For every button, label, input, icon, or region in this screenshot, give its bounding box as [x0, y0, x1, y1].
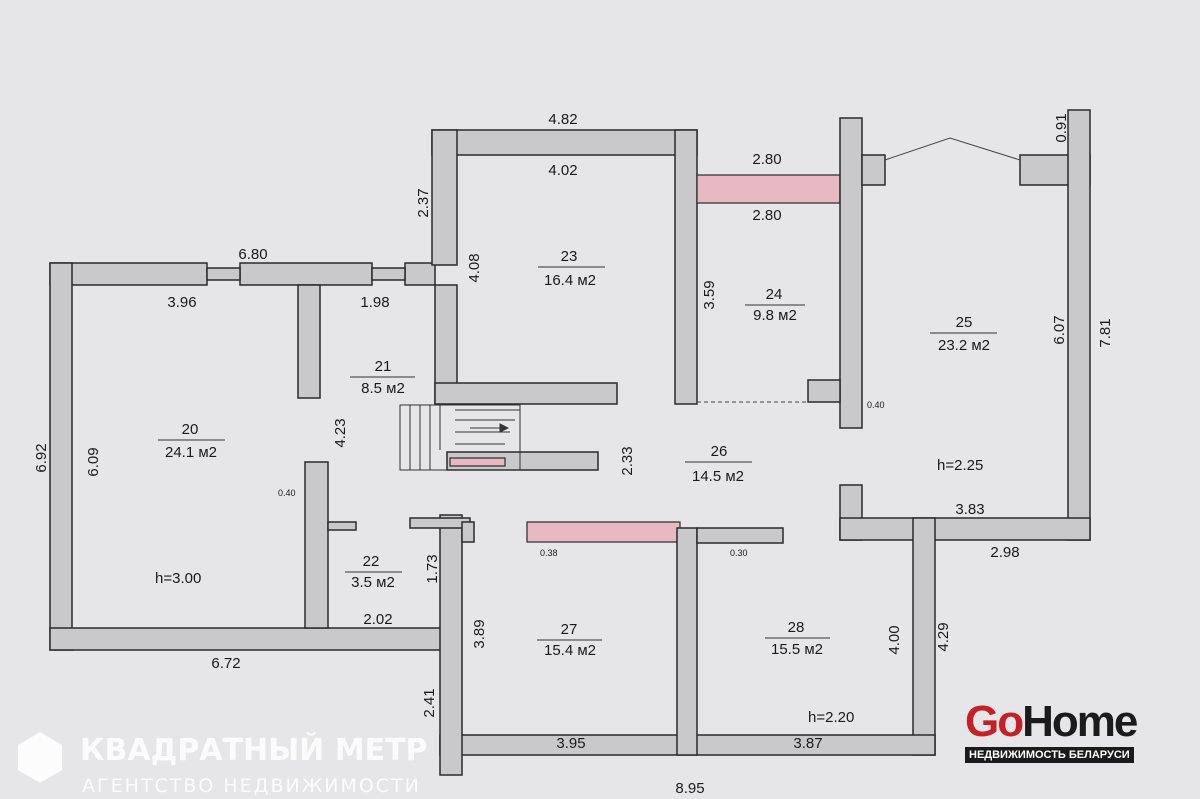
window	[206, 267, 241, 281]
wall-thickness-labels: 0.40 0.40 0.38 0.30	[278, 400, 885, 558]
thickness-label: 0.40	[278, 488, 296, 498]
room-area: 15.5 м2	[771, 641, 823, 658]
dimension: 6.07	[1051, 315, 1068, 344]
dimension: 4.82	[548, 111, 577, 128]
height-label: h=3.00	[155, 570, 201, 587]
dimension: 2.80	[752, 151, 781, 168]
thickness-label: 0.30	[730, 548, 748, 558]
gohome-logo: GoHome НЕДВИЖИМОСТЬ БЕЛАРУСИ	[965, 697, 1138, 763]
dimensions: 4.82 4.02 2.80 2.80 6.80 3.96 1.98 2.02 …	[33, 111, 1114, 797]
room-area: 14.5 м2	[692, 468, 744, 485]
window	[371, 267, 406, 281]
logo-go: Go	[965, 697, 1024, 746]
logo-home: Home	[1022, 697, 1138, 746]
dimension: 8.95	[675, 780, 704, 797]
watermark: КВАДРАТНЫЙ МЕТР АГЕНТСТВО НЕДВИЖИМОСТИ	[18, 732, 428, 797]
walls	[49, 109, 1091, 776]
watermark-subtitle: АГЕНТСТВО НЕДВИЖИМОСТИ	[82, 775, 421, 797]
dimension: 2.80	[752, 207, 781, 224]
room-number: 27	[561, 621, 578, 638]
room-area: 24.1 м2	[165, 444, 217, 461]
dimension: 2.37	[415, 188, 432, 217]
dimension: 6.92	[33, 443, 50, 472]
room-number: 25	[956, 314, 973, 331]
dimension: 6.80	[238, 246, 267, 263]
dimension: 1.73	[424, 554, 441, 583]
dimension: 1.98	[360, 294, 389, 311]
room-area: 15.4 м2	[544, 642, 596, 659]
watermark-title: КВАДРАТНЫЙ МЕТР	[80, 732, 428, 768]
dimension: 6.72	[211, 655, 240, 672]
dimension: 2.98	[990, 544, 1019, 561]
dimension: 3.96	[167, 294, 196, 311]
height-label: h=2.20	[808, 709, 854, 726]
dimension: 2.33	[619, 446, 636, 475]
dimension: 7.81	[1097, 318, 1114, 347]
dimension: 4.08	[466, 253, 483, 282]
dimension: 4.00	[886, 625, 903, 654]
room-labels: 20 24.1 м2 21 8.5 м2 22 3.5 м2 23 16.4 м…	[158, 248, 997, 659]
dimension: 4.23	[332, 418, 349, 447]
room-area: 8.5 м2	[361, 380, 405, 397]
dimension: 4.02	[548, 162, 577, 179]
thickness-label: 0.38	[540, 548, 558, 558]
room-number: 22	[363, 553, 380, 570]
dimension: 3.87	[793, 735, 822, 752]
room-number: 21	[375, 358, 392, 375]
dimension: 3.89	[471, 619, 488, 648]
room-number: 26	[711, 443, 728, 460]
dimension: 2.02	[363, 611, 392, 628]
room-area: 9.8 м2	[753, 307, 797, 324]
room-area: 23.2 м2	[938, 337, 990, 354]
room-number: 28	[788, 619, 805, 636]
room-number: 24	[766, 286, 783, 303]
dimension: 0.91	[1053, 113, 1070, 142]
thickness-label: 0.40	[867, 400, 885, 410]
dimension: 3.59	[701, 280, 718, 309]
dimension: 6.09	[85, 447, 102, 476]
room-area: 16.4 м2	[544, 272, 596, 289]
room-number: 23	[561, 248, 578, 265]
stairs	[399, 404, 521, 471]
room-area: 3.5 м2	[351, 574, 395, 591]
cube-logo-icon	[18, 732, 62, 783]
ceiling-heights: h=3.00 h=2.25 h=2.20	[155, 457, 983, 726]
dimension: 3.83	[955, 501, 984, 518]
dimension: 2.41	[421, 688, 438, 717]
dimension: 3.95	[556, 735, 585, 752]
logo-tagline: НЕДВИЖИМОСТЬ БЕЛАРУСИ	[965, 747, 1134, 763]
height-label: h=2.25	[937, 457, 983, 474]
room-number: 20	[182, 421, 199, 438]
dimension: 4.29	[935, 622, 952, 651]
